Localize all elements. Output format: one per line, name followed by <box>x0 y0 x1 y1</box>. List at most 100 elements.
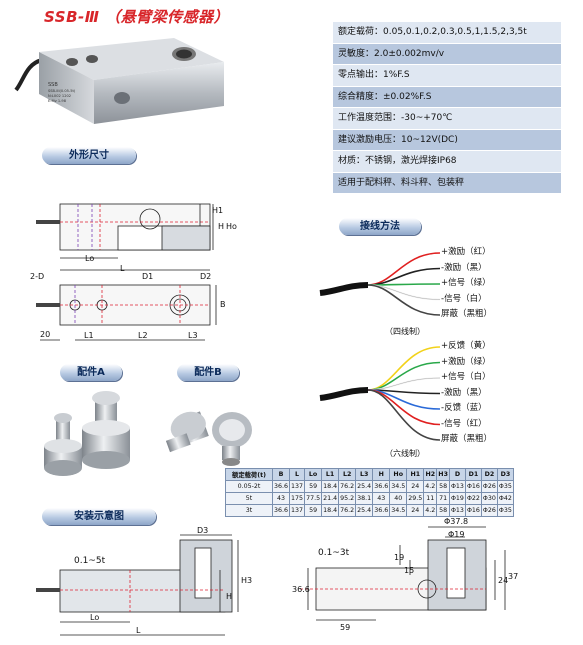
table-row: 0.05-2t 36.6 137 59 18.4 76.2 25.4 36.6 … <box>225 480 514 493</box>
dimensions-table: 额定载荷(t) B L Lo L1 L2 L3 H Ho H1 H2 H3 D … <box>225 468 514 517</box>
wire6-label-shield: 屏蔽（黑粗） <box>441 434 493 444</box>
table-header-cell: L2 <box>338 468 357 481</box>
table-cell: 25.4 <box>355 504 374 517</box>
table-cell: 18.4 <box>321 480 340 493</box>
table-cell: 43 <box>271 492 291 505</box>
table-cell: 4.2 <box>423 480 438 493</box>
spec-material: 材质：不锈钢，激光焊接IP68 <box>333 151 561 173</box>
install-right-n59: 59 <box>340 623 351 632</box>
wiring-six-wire-labels: +反馈（黄） +激励（绿） +信号（白） -激励（黑） -反馈（蓝） -信号（红… <box>441 339 492 448</box>
table-header-row: 额定载荷(t) B L Lo L1 L2 L3 H Ho H1 H2 H3 D … <box>225 468 514 481</box>
table-cell: Φ22 <box>464 492 482 505</box>
table-cell: Φ16 <box>464 504 482 517</box>
table-cell: Φ13 <box>448 504 466 517</box>
table-cell: 137 <box>289 480 306 493</box>
wire6-label-sig-pos: +信号（白） <box>441 372 491 382</box>
accessory-a-image <box>44 391 130 476</box>
dim-l2-label: L2 <box>138 331 148 340</box>
dim-l-label: L <box>120 264 125 273</box>
table-cell: 24 <box>406 480 425 493</box>
dim-h1-label: H1 <box>212 206 224 215</box>
install-left-d3: D3 <box>197 526 209 535</box>
table-header-cell: H2 <box>423 468 438 481</box>
table-header-cell: H <box>372 468 391 481</box>
wiring-six-wire-caption: （六线制） <box>385 449 425 458</box>
spec-zero-output: 零点输出：1%F.S <box>333 65 561 87</box>
spec-excitation: 建议激励电压：10~12V(DC) <box>333 129 561 151</box>
section-wiring: 接线方法 <box>339 218 421 235</box>
cable-jacket <box>319 282 369 296</box>
table-cell: 4.2 <box>423 504 438 517</box>
wire-line <box>367 389 441 441</box>
wire4-label-sig-neg: -信号（白） <box>441 293 487 304</box>
table-cell: 40 <box>389 492 408 505</box>
table-cell: 71 <box>436 492 450 505</box>
table-cell: 18.4 <box>321 504 340 517</box>
spec-sensitivity: 灵敏度：2.0±0.002mv/v <box>333 43 561 65</box>
table-header-cell: H3 <box>436 468 450 481</box>
dim-d2-label: D2 <box>200 272 212 281</box>
table-cell: 59 <box>304 504 323 517</box>
table-cell: 137 <box>289 504 306 517</box>
table-header-cell: L3 <box>355 468 374 481</box>
table-cell: Φ35 <box>496 480 514 493</box>
table-cell: 3t <box>225 504 273 517</box>
cable-jacket <box>319 387 369 401</box>
install-left-h3: H3 <box>241 576 253 585</box>
wire6-label-fb-pos: +反馈（黄） <box>441 341 491 351</box>
install-left-lo: Lo <box>90 613 100 622</box>
wire6-label-exc-neg: -激励（黑） <box>441 387 487 398</box>
table-cell: 36.6 <box>372 480 391 493</box>
table-cell: 21.4 <box>321 492 340 505</box>
section-install: 安装示意图 <box>42 508 156 525</box>
wire-line <box>367 283 441 286</box>
install-right-d19: Φ19 <box>448 530 465 539</box>
wiring-four-wire-caption: （四线制） <box>385 327 425 336</box>
table-header-cell: D1 <box>464 468 482 481</box>
product-title: SSB-Ⅲ （悬臂梁传感器） <box>44 8 230 26</box>
table-cell: Φ26 <box>480 504 498 517</box>
table-cell: 36.6 <box>271 504 291 517</box>
install-right-n24: 24 <box>498 576 509 585</box>
install-right-d378: Φ37.8 <box>444 517 469 526</box>
table-cell: 11 <box>423 492 438 505</box>
table-cell: 29.5 <box>406 492 425 505</box>
section-part-a: 配件A <box>60 364 122 381</box>
table-header-cell: Ho <box>389 468 408 481</box>
table-cell: 95.2 <box>338 492 357 505</box>
table-header-cell: H1 <box>406 468 425 481</box>
install-left-l: L <box>136 626 141 635</box>
table-cell: Φ42 <box>496 492 514 505</box>
table-cell: Φ13 <box>448 480 466 493</box>
load-cell-photo: SSB SSB-III(0.05-5t) N:L002 1202 E:Mv 1-… <box>14 38 224 124</box>
table-cell: 77.5 <box>304 492 323 505</box>
wire-line <box>367 284 441 316</box>
table-cell: 43 <box>372 492 391 505</box>
table-cell: 38.1 <box>355 492 374 505</box>
product-label-line1: SSB-III(0.05-5t) <box>48 89 76 93</box>
table-header-cell: D <box>448 468 466 481</box>
install-right-n15: 15 <box>404 566 415 575</box>
table-header-cell: Lo <box>304 468 323 481</box>
table-cell: 36.6 <box>271 480 291 493</box>
table-cell: Φ35 <box>496 504 514 517</box>
dim-20-label: 20 <box>40 330 51 339</box>
table-cell: 34.5 <box>389 504 408 517</box>
table-header-cell: 额定载荷(t) <box>225 468 273 481</box>
wire6-label-exc-pos: +激励（绿） <box>441 356 491 367</box>
install-right-n19: 19 <box>394 553 405 562</box>
wire6-label-sig-neg: -信号（红） <box>441 418 487 429</box>
wire-line <box>367 361 441 391</box>
table-cell: 24 <box>406 504 425 517</box>
table-cell: 25.4 <box>355 480 374 493</box>
table-cell: 36.6 <box>372 504 391 517</box>
table-cell: 34.5 <box>389 480 408 493</box>
spec-accuracy: 综合精度：±0.02%F.S <box>333 86 561 108</box>
wire6-label-fb-neg: -反馈（蓝） <box>441 403 487 413</box>
install-right-range: 0.1~3t <box>318 548 350 558</box>
table-cell: 58 <box>436 504 450 517</box>
table-cell: 76.2 <box>338 504 357 517</box>
product-label-line2: N:L002 1202 <box>48 94 71 98</box>
dim-d1-label: D1 <box>142 272 154 281</box>
